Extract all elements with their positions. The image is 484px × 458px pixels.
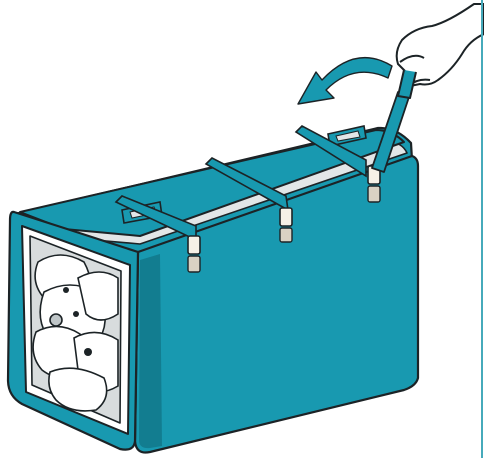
curved-arrow-icon xyxy=(298,58,392,104)
hand-icon xyxy=(397,4,484,98)
bag-front-shadow xyxy=(139,254,162,448)
edge-rule xyxy=(481,0,483,458)
